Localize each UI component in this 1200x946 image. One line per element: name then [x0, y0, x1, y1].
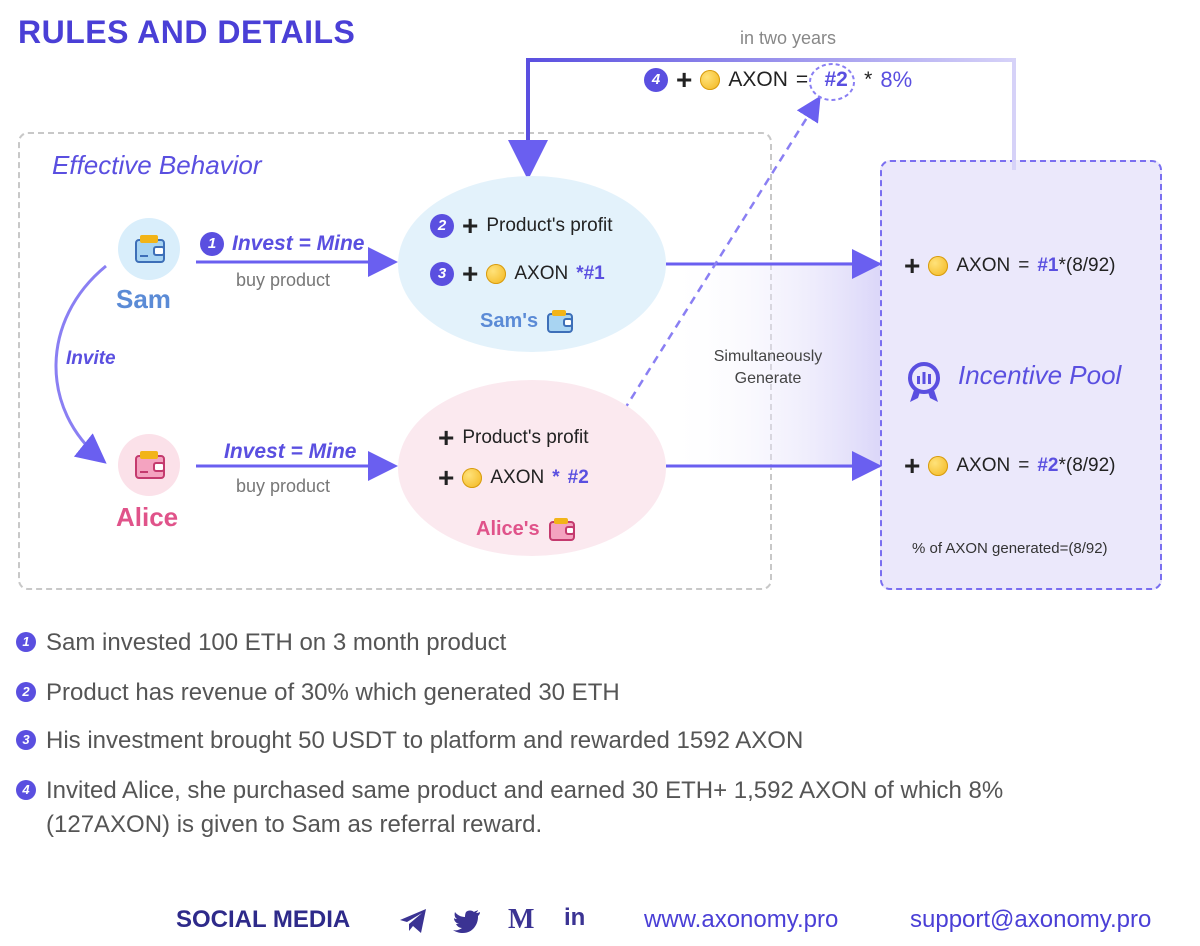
incentive-pool-panel [880, 160, 1162, 590]
wallet-icon [547, 310, 574, 333]
legend-badge: 1 [16, 632, 36, 652]
support-email-link[interactable]: support@axonomy.pro [910, 906, 1152, 933]
top-hash-ring [809, 63, 855, 101]
legend-text: Product has revenue of 30% which generat… [46, 679, 620, 706]
ratio-label: *(8/92) [1058, 455, 1116, 476]
legend-text: Sam invested 100 ETH on 3 month product [46, 629, 507, 656]
ratio-label: *(8/92) [1058, 255, 1116, 276]
plus-icon: + [462, 210, 479, 241]
plus-icon: + [904, 250, 921, 281]
sam-profit-row: 2 + Product's profit [430, 212, 613, 240]
mult-sign: * [864, 68, 873, 91]
sam-name: Sam [116, 284, 171, 314]
hash-ref: #1 [1037, 255, 1059, 276]
incentive-pool-title: Incentive Pool [958, 360, 1122, 390]
token-label: AXON [728, 68, 788, 91]
alice-avatar [118, 434, 180, 496]
legend-badge: 2 [16, 682, 36, 702]
axon-label: AXON [956, 455, 1011, 476]
referral-dashed-arrow [592, 95, 821, 459]
legend-text: His investment brought 50 USDT to platfo… [46, 727, 804, 754]
equals-sign: = [1018, 255, 1030, 276]
step-4-badge: 4 [644, 68, 668, 92]
pool-title-row [904, 360, 944, 404]
invest-mine-label: Invest = Mine [232, 232, 365, 255]
owner-label: Alice's [476, 517, 540, 540]
coin-icon [928, 256, 949, 276]
page-title: RULES AND DETAILS [18, 14, 356, 50]
step-2-badge: 2 [430, 214, 454, 238]
invite-label: Invite [66, 348, 116, 369]
plus-icon: + [904, 450, 921, 481]
alice-name: Alice [116, 502, 179, 532]
invite-curve [54, 264, 107, 464]
coin-icon [486, 264, 507, 284]
referral-loop-line [508, 58, 1016, 180]
alice-wallet-label: Alice's [476, 516, 576, 542]
linkedin-icon[interactable]: in [564, 904, 586, 931]
alice-rewards-ellipse [398, 380, 666, 556]
wallet-icon [135, 451, 165, 479]
axon-label: AXON [490, 467, 545, 488]
sam-avatar [118, 218, 180, 280]
owner-label: Sam's [480, 309, 539, 332]
legend-text: Invited Alice, she purchased same produc… [46, 777, 1004, 838]
medal-icon [908, 362, 940, 402]
hash-ref: *#1 [576, 263, 605, 284]
plus-icon: + [676, 64, 693, 95]
star-sign: * [552, 467, 560, 488]
alice-axon-row: + AXON * #2 [438, 464, 589, 492]
coin-icon [700, 70, 721, 90]
sam-axon-row: 3 + AXON *#1 [430, 260, 605, 288]
simultaneously-generate-label: Simultaneously Generate [713, 348, 823, 387]
generation-band [666, 262, 880, 468]
legend-item-2: 2 Product has revenue of 30% which gener… [16, 676, 1116, 710]
step-1-badge: 1 [200, 232, 224, 256]
sam-wallet-label: Sam's [480, 308, 574, 334]
legend-badge: 4 [16, 780, 36, 800]
alice-buy-label: buy product [236, 476, 331, 496]
website-link[interactable]: www.axonomy.pro [644, 906, 839, 933]
plus-icon: + [438, 462, 455, 493]
social-media-label: SOCIAL MEDIA [176, 906, 351, 933]
axon-label: AXON [956, 255, 1011, 276]
twitter-icon[interactable] [452, 908, 482, 934]
equals-sign: = [1018, 455, 1030, 476]
behavior-title: Effective Behavior [52, 150, 262, 180]
legend-item-1: 1 Sam invested 100 ETH on 3 month produc… [16, 626, 1116, 660]
legend-item-3: 3 His investment brought 50 USDT to plat… [16, 724, 1116, 758]
alice-profit-row: + Product's profit [438, 424, 589, 452]
wallet-icon [135, 235, 165, 263]
plus-icon: + [462, 258, 479, 289]
sam-invest-label: 1 Invest = Mine [200, 232, 364, 256]
hash-ref: #2 [1037, 455, 1059, 476]
medium-icon[interactable]: M [508, 904, 535, 935]
coin-icon [462, 468, 483, 488]
legend-badge: 3 [16, 730, 36, 750]
plus-icon: + [438, 422, 455, 453]
telegram-icon[interactable] [398, 906, 430, 936]
sam-buy-label: buy product [236, 270, 331, 290]
wallet-icon [548, 518, 575, 541]
hash-ref: #2 [567, 467, 589, 488]
pool-row-2: + AXON = #2 *(8/92) [904, 452, 1116, 480]
coin-icon [928, 456, 949, 476]
top-formula: 4 + AXON = #2 * 8% [644, 66, 912, 94]
hash-ref: #2 [824, 68, 848, 91]
legend-item-4: 4 Invited Alice, she purchased same prod… [16, 774, 1116, 842]
percent-value: 8% [880, 67, 913, 92]
equals-sign: = [795, 68, 809, 91]
axon-label: AXON [514, 263, 569, 284]
pool-note: % of AXON generated=(8/92) [912, 540, 1108, 557]
profit-label: Product's profit [486, 215, 613, 236]
profit-label: Product's profit [462, 427, 589, 448]
top-note: in two years [740, 28, 837, 48]
step-3-badge: 3 [430, 262, 454, 286]
alice-invest-label: Invest = Mine [224, 440, 357, 463]
pool-row-1: + AXON = #1 *(8/92) [904, 252, 1116, 280]
